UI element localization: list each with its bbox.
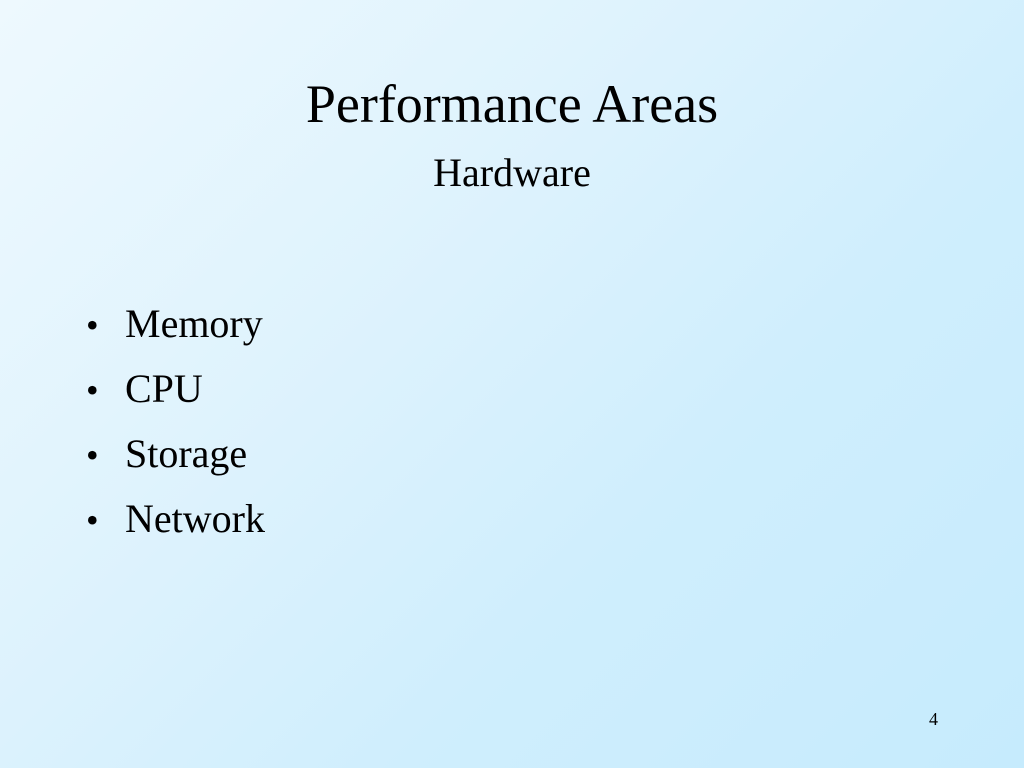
bullet-text: Memory <box>125 301 263 346</box>
bullet-text: Storage <box>125 431 248 476</box>
bullet-item-network: • Network <box>86 495 265 560</box>
page-number: 4 <box>929 709 938 729</box>
bullet-point-icon: • <box>86 500 99 540</box>
slide-title: Performance Areas <box>305 74 719 134</box>
bullet-point-icon: • <box>86 370 99 410</box>
bullet-item-memory: • Memory <box>86 300 265 365</box>
bullet-list: • Memory • CPU • Storage • Network <box>86 300 265 560</box>
bullet-text: Network <box>125 496 265 541</box>
bullet-item-storage: • Storage <box>86 430 265 495</box>
bullet-point-icon: • <box>86 305 99 345</box>
bullet-point-icon: • <box>86 435 99 475</box>
bullet-item-cpu: • CPU <box>86 365 265 430</box>
bullet-text: CPU <box>125 366 203 411</box>
slide-subtitle: Hardware <box>433 150 591 195</box>
